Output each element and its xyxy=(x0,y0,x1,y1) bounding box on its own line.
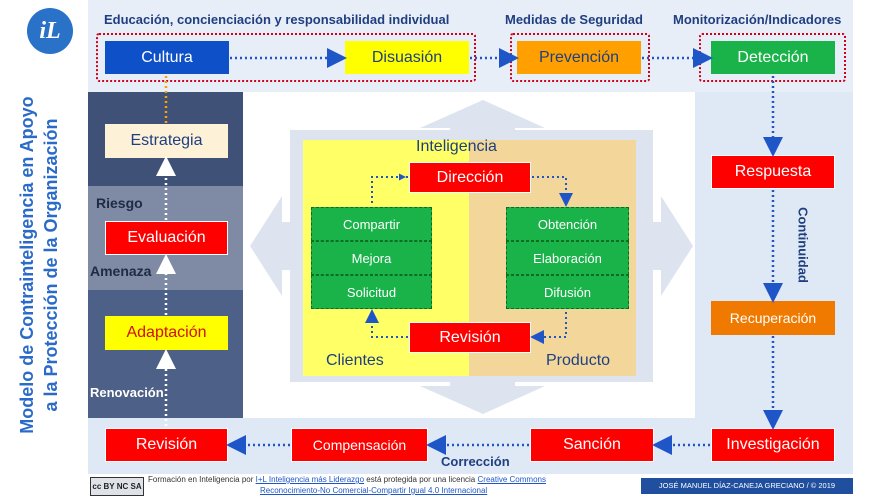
adaptacion-box: Adaptación xyxy=(105,316,228,350)
cultura-box: Cultura xyxy=(105,41,229,74)
footer-link2[interactable]: Creative Commons xyxy=(477,475,546,484)
correccion-label: Corrección xyxy=(441,454,510,469)
header-monitorizacion: Monitorización/Indicadores xyxy=(673,12,842,27)
recuperacion-box: Recuperación xyxy=(711,301,835,335)
il-logo-text: iL xyxy=(39,17,61,44)
producto-label: Producto xyxy=(546,352,611,369)
direccion-box: Dirección xyxy=(409,162,531,193)
center-revision-box: Revisión xyxy=(409,322,531,353)
renovacion-label: Renovación xyxy=(90,385,164,400)
author-bar: JOSÉ MANUEL DÍAZ-CANEJA GRECIANO / © 201… xyxy=(641,478,853,494)
respuesta-box: Respuesta xyxy=(711,155,835,189)
estrategia-box: Estrategia xyxy=(105,124,228,158)
compensacion-box: Compensación xyxy=(291,428,428,462)
footer-link3[interactable]: Reconocimiento-No Comercial-Compartir Ig… xyxy=(260,486,488,495)
prevencion-box: Prevención xyxy=(517,41,641,74)
license-badge: cc BY NC SA xyxy=(90,477,144,496)
elaboracion-box: Elaboración xyxy=(506,241,629,275)
compartir-box: Compartir xyxy=(311,207,432,241)
header-educacion: Educación, concienciación y responsabili… xyxy=(104,12,450,27)
footer-text2: está protegida por una licencia xyxy=(366,475,476,484)
license-badge-text: cc BY NC SA xyxy=(92,482,142,491)
investigacion-box: Investigación xyxy=(711,428,835,462)
solicitud-box: Solicitud xyxy=(311,275,432,309)
evaluacion-box: Evaluación xyxy=(105,221,228,255)
amenaza-label: Amenaza xyxy=(90,263,152,279)
inteligencia-label: Inteligencia xyxy=(416,138,497,155)
mejora-box: Mejora xyxy=(311,241,432,275)
side-title-band xyxy=(0,0,88,474)
author-text: JOSÉ MANUEL DÍAZ-CANEJA GRECIANO / © 201… xyxy=(658,481,836,490)
deteccion-box: Detección xyxy=(711,41,835,74)
difusion-box: Difusión xyxy=(506,275,629,309)
footer-line2: Reconocimiento-No Comercial-Compartir Ig… xyxy=(260,486,487,495)
footer-link1[interactable]: I+L Inteligencia más Liderazgo xyxy=(255,475,365,484)
bottom-revision-box: Revisión xyxy=(105,428,228,462)
footer-text1: Formación en Inteligencia por xyxy=(148,475,254,484)
clientes-label: Clientes xyxy=(326,352,384,369)
disuasion-box: Disuasión xyxy=(345,41,469,74)
footer-line1: Formación en Inteligencia por I+L Inteli… xyxy=(148,475,638,484)
riesgo-label: Riesgo xyxy=(96,195,143,211)
obtencion-box: Obtención xyxy=(506,207,629,241)
header-medidas: Medidas de Seguridad xyxy=(505,12,643,27)
il-logo: iL xyxy=(27,8,73,54)
sancion-box: Sanción xyxy=(530,428,654,462)
